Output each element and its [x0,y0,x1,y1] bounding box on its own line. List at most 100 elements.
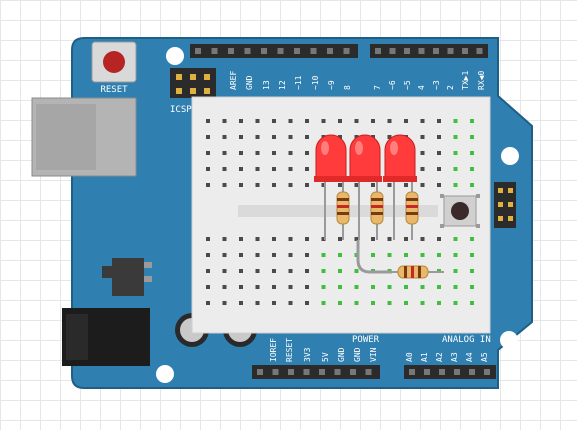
resistor [392,265,444,279]
breadboard-hole [239,301,243,305]
breadboard-hole [206,269,210,273]
breadboard-hole [255,151,260,155]
power-pin-label: RESET [285,338,294,362]
breadboard-hole [453,151,458,155]
breadboard-hole [338,119,342,123]
digital-pin-label: RX◀0 [477,71,486,90]
breadboard-hole [404,301,408,305]
breadboard-hole [288,151,293,155]
breadboard-hole [387,253,392,257]
analog-pin-label: A5 [480,352,489,362]
breadboard-hole [272,269,276,273]
header-pin [469,369,475,375]
breadboard-hole [420,135,425,139]
power-jack [62,308,150,366]
side-pin [508,202,513,207]
power-pin-label: VIN [369,347,378,362]
breadboard-hole [437,151,441,155]
digital-pin-label: ~5 [403,80,412,90]
breadboard-hole [239,151,243,155]
breadboard-hole [288,167,293,171]
breadboard-hole [239,237,243,241]
header-pin [484,369,490,375]
digital-header-right [370,44,488,58]
digital-pin-label: 8 [343,85,352,90]
breadboard-hole [239,167,243,171]
breadboard-hole [387,285,392,289]
digital-pin-label: TX▶1 [461,71,470,90]
header-pin [244,48,251,54]
breadboard-hole [305,151,309,155]
header-pin [350,369,356,375]
side-header [494,182,516,228]
breadboard-hole [206,151,210,155]
breadboard-hole [255,285,260,289]
breadboard-hole [437,253,441,257]
header-pin [228,48,234,54]
red-led [383,134,417,182]
breadboard-hole [453,183,458,187]
header-pin [277,48,284,54]
breadboard-hole [420,119,425,123]
header-pin [195,48,201,54]
breadboard-hole [272,167,276,171]
icsp-label: ICSP [170,105,192,115]
power-pin-label: IOREF [269,338,278,362]
icsp-pin [176,88,182,94]
header-pin [365,369,372,375]
digital-header-pins [195,48,483,54]
breadboard-hole [206,183,210,187]
side-pin [508,216,513,221]
breadboard-hole [387,183,392,187]
breadboard-hole [222,183,227,187]
header-pin [288,369,294,375]
header-pin [261,48,267,54]
breadboard-hole [288,285,293,289]
breadboard-hole [222,285,227,289]
side-pin [498,216,503,221]
mount-hole [501,147,519,165]
header-pin [375,48,381,54]
side-pin [498,202,503,207]
analog-pin-label: A3 [450,352,459,362]
mount-hole [156,365,174,383]
breadboard-hole [255,269,260,273]
breadboard-hole [404,237,408,241]
digital-pin-label: 2 [446,85,455,90]
breadboard-hole [288,119,293,123]
breadboard-hole [354,269,359,273]
breadboard-hole [321,269,326,273]
breadboard-hole [404,183,408,187]
breadboard-hole [387,135,392,139]
reset-button[interactable] [91,41,137,83]
breadboard-hole [371,183,375,187]
digital-pin-label: ~11 [294,75,303,90]
breadboard-hole [305,237,309,241]
breadboard-hole [354,285,359,289]
breadboard-hole [272,253,276,257]
header-pin [211,48,218,54]
analog-header [404,365,496,379]
breadboard-hole [222,167,227,171]
digital-pin-label: ~10 [311,75,320,90]
breadboard-hole [239,269,243,273]
breadboard-hole [437,301,441,305]
breadboard-hole [420,183,425,187]
red-led [348,134,382,182]
breadboard-hole [272,285,276,289]
header-pin [409,369,415,375]
header-pin [418,48,425,54]
analog-pin-label: A1 [420,352,429,362]
breadboard-hole [354,135,359,139]
breadboard-hole [288,135,293,139]
push-button[interactable] [440,194,480,228]
breadboard-hole [206,119,210,123]
analog-pin-label: A4 [465,352,474,362]
breadboard-hole [470,135,474,139]
breadboard-hole [470,237,474,241]
breadboard-hole [470,253,474,257]
breadboard-hole [272,119,276,123]
reset-label: RESET [100,85,128,95]
icsp-header [170,68,216,98]
